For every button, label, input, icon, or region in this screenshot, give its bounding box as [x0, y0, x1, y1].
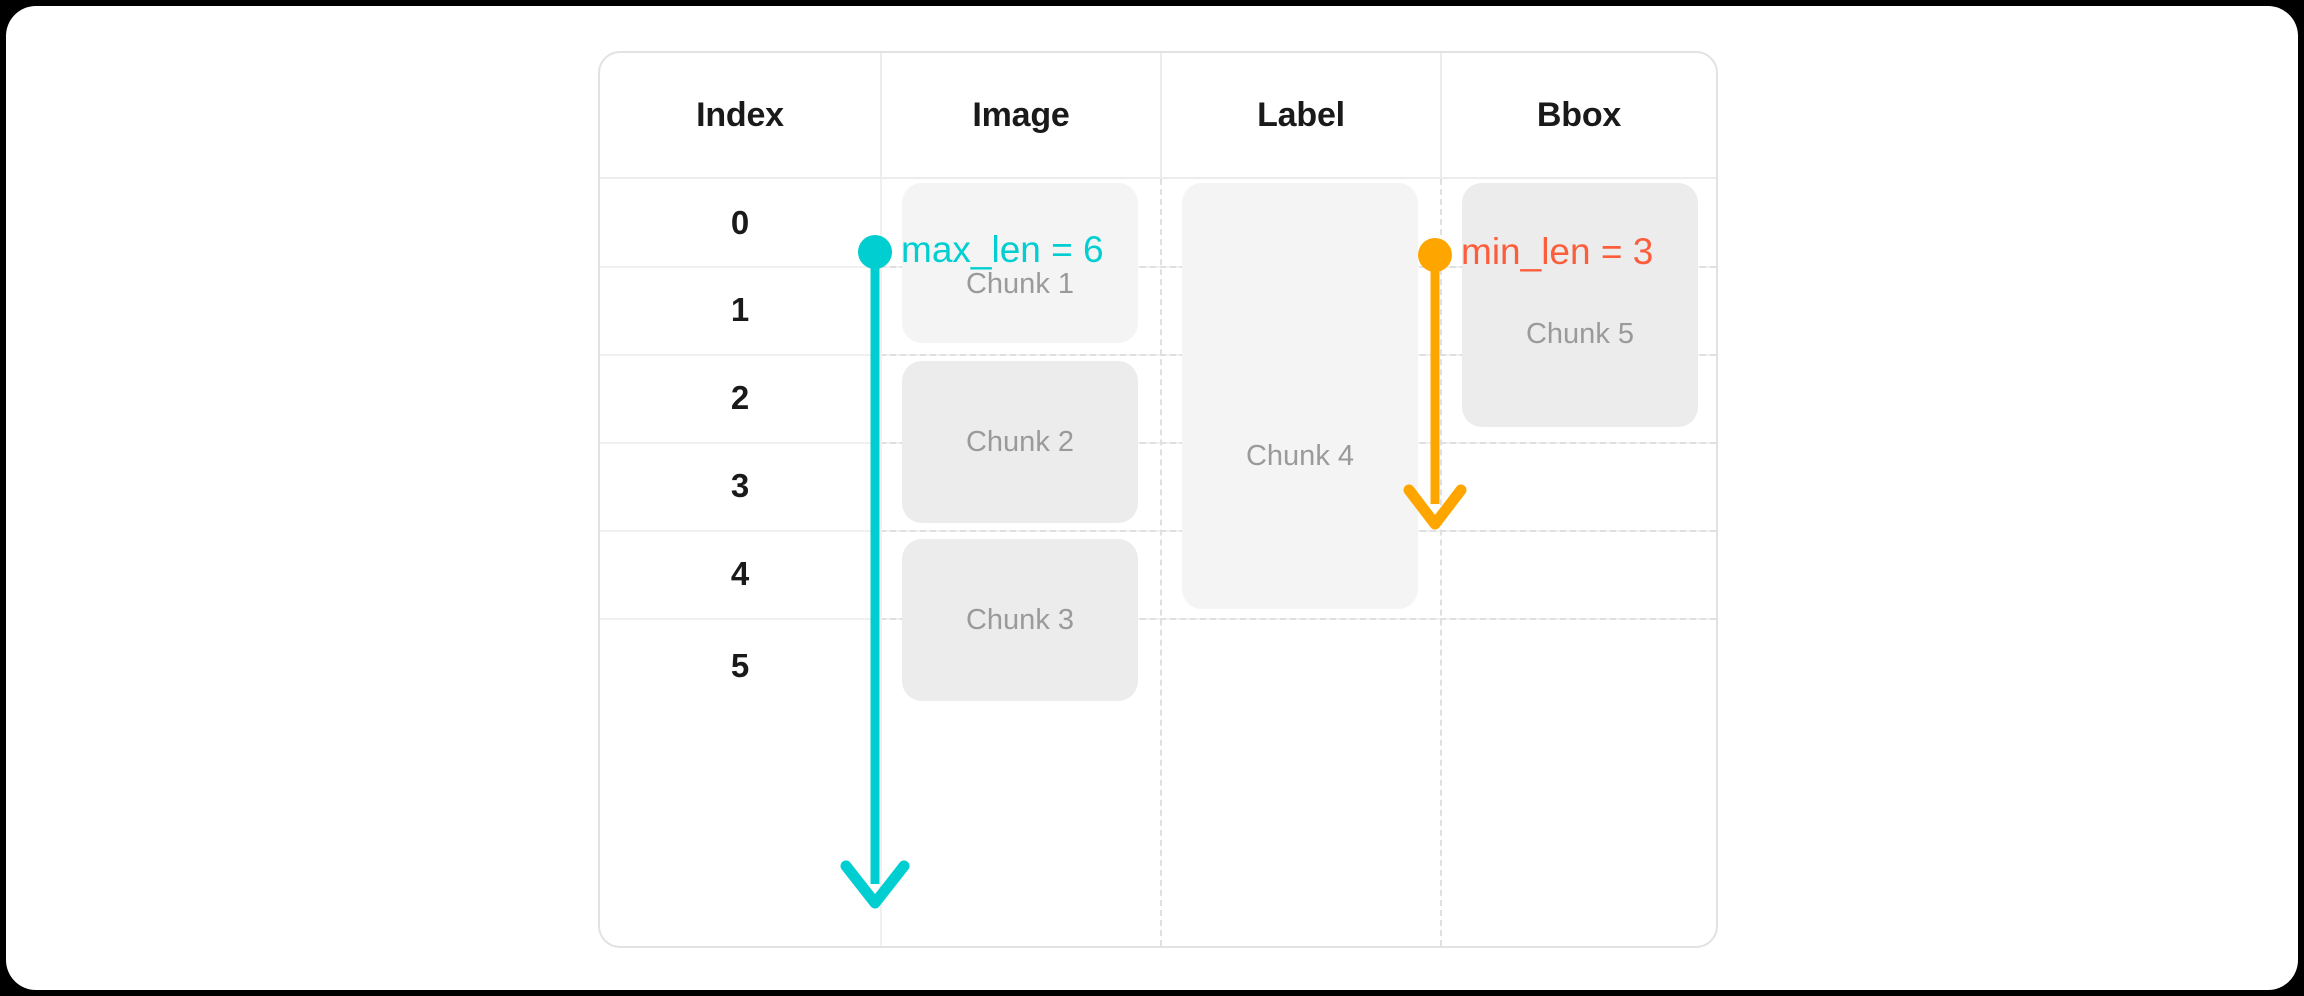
chunk-label: Chunk 1	[965, 267, 1074, 300]
chunking-table: Index Image Label Bbox 0 1	[598, 51, 1718, 948]
max-len-annotation-label: max_len = 6	[901, 229, 1104, 270]
grid-line-vertical	[1160, 179, 1162, 946]
chunk-block-chunk-1[interactable]: Chunk 1	[902, 183, 1138, 343]
chunk-label: Chunk 3	[965, 603, 1074, 636]
chunk-label: Chunk 5	[1525, 317, 1634, 350]
row-index-5: 5	[730, 646, 750, 684]
column-header-image: Image	[880, 53, 1160, 177]
row-index-4: 4	[730, 555, 750, 592]
table-body: 0 1 2 3 4 5 Chunk 1 Chunk 2 Chunk 3 Chun…	[600, 179, 1716, 946]
row-index-3: 3	[730, 467, 750, 504]
grid-line-vertical	[1440, 179, 1442, 946]
table-header-row: Index Image Label Bbox	[600, 53, 1716, 179]
row-index-0: 0	[730, 203, 750, 241]
min-len-annotation-label: min_len = 3	[1461, 231, 1654, 272]
chunk-block-chunk-5[interactable]: Chunk 5	[1462, 183, 1698, 427]
row-index-1: 1	[730, 291, 750, 328]
column-header-bbox: Bbox	[1440, 53, 1716, 177]
chunk-label: Chunk 2	[965, 425, 1074, 458]
chunk-block-chunk-2[interactable]: Chunk 2	[902, 361, 1138, 523]
page-canvas: Index Image Label Bbox 0 1	[6, 6, 2298, 990]
chunk-block-chunk-3[interactable]: Chunk 3	[902, 539, 1138, 701]
index-column-divider	[880, 179, 882, 946]
chunk-label: Chunk 4	[1245, 439, 1354, 472]
chunk-block-chunk-4[interactable]: Chunk 4	[1182, 183, 1418, 609]
column-header-index: Index	[696, 95, 784, 134]
row-index-2: 2	[730, 379, 750, 416]
grid-line-horizontal	[880, 618, 1716, 620]
column-header-label: Label	[1160, 53, 1440, 177]
